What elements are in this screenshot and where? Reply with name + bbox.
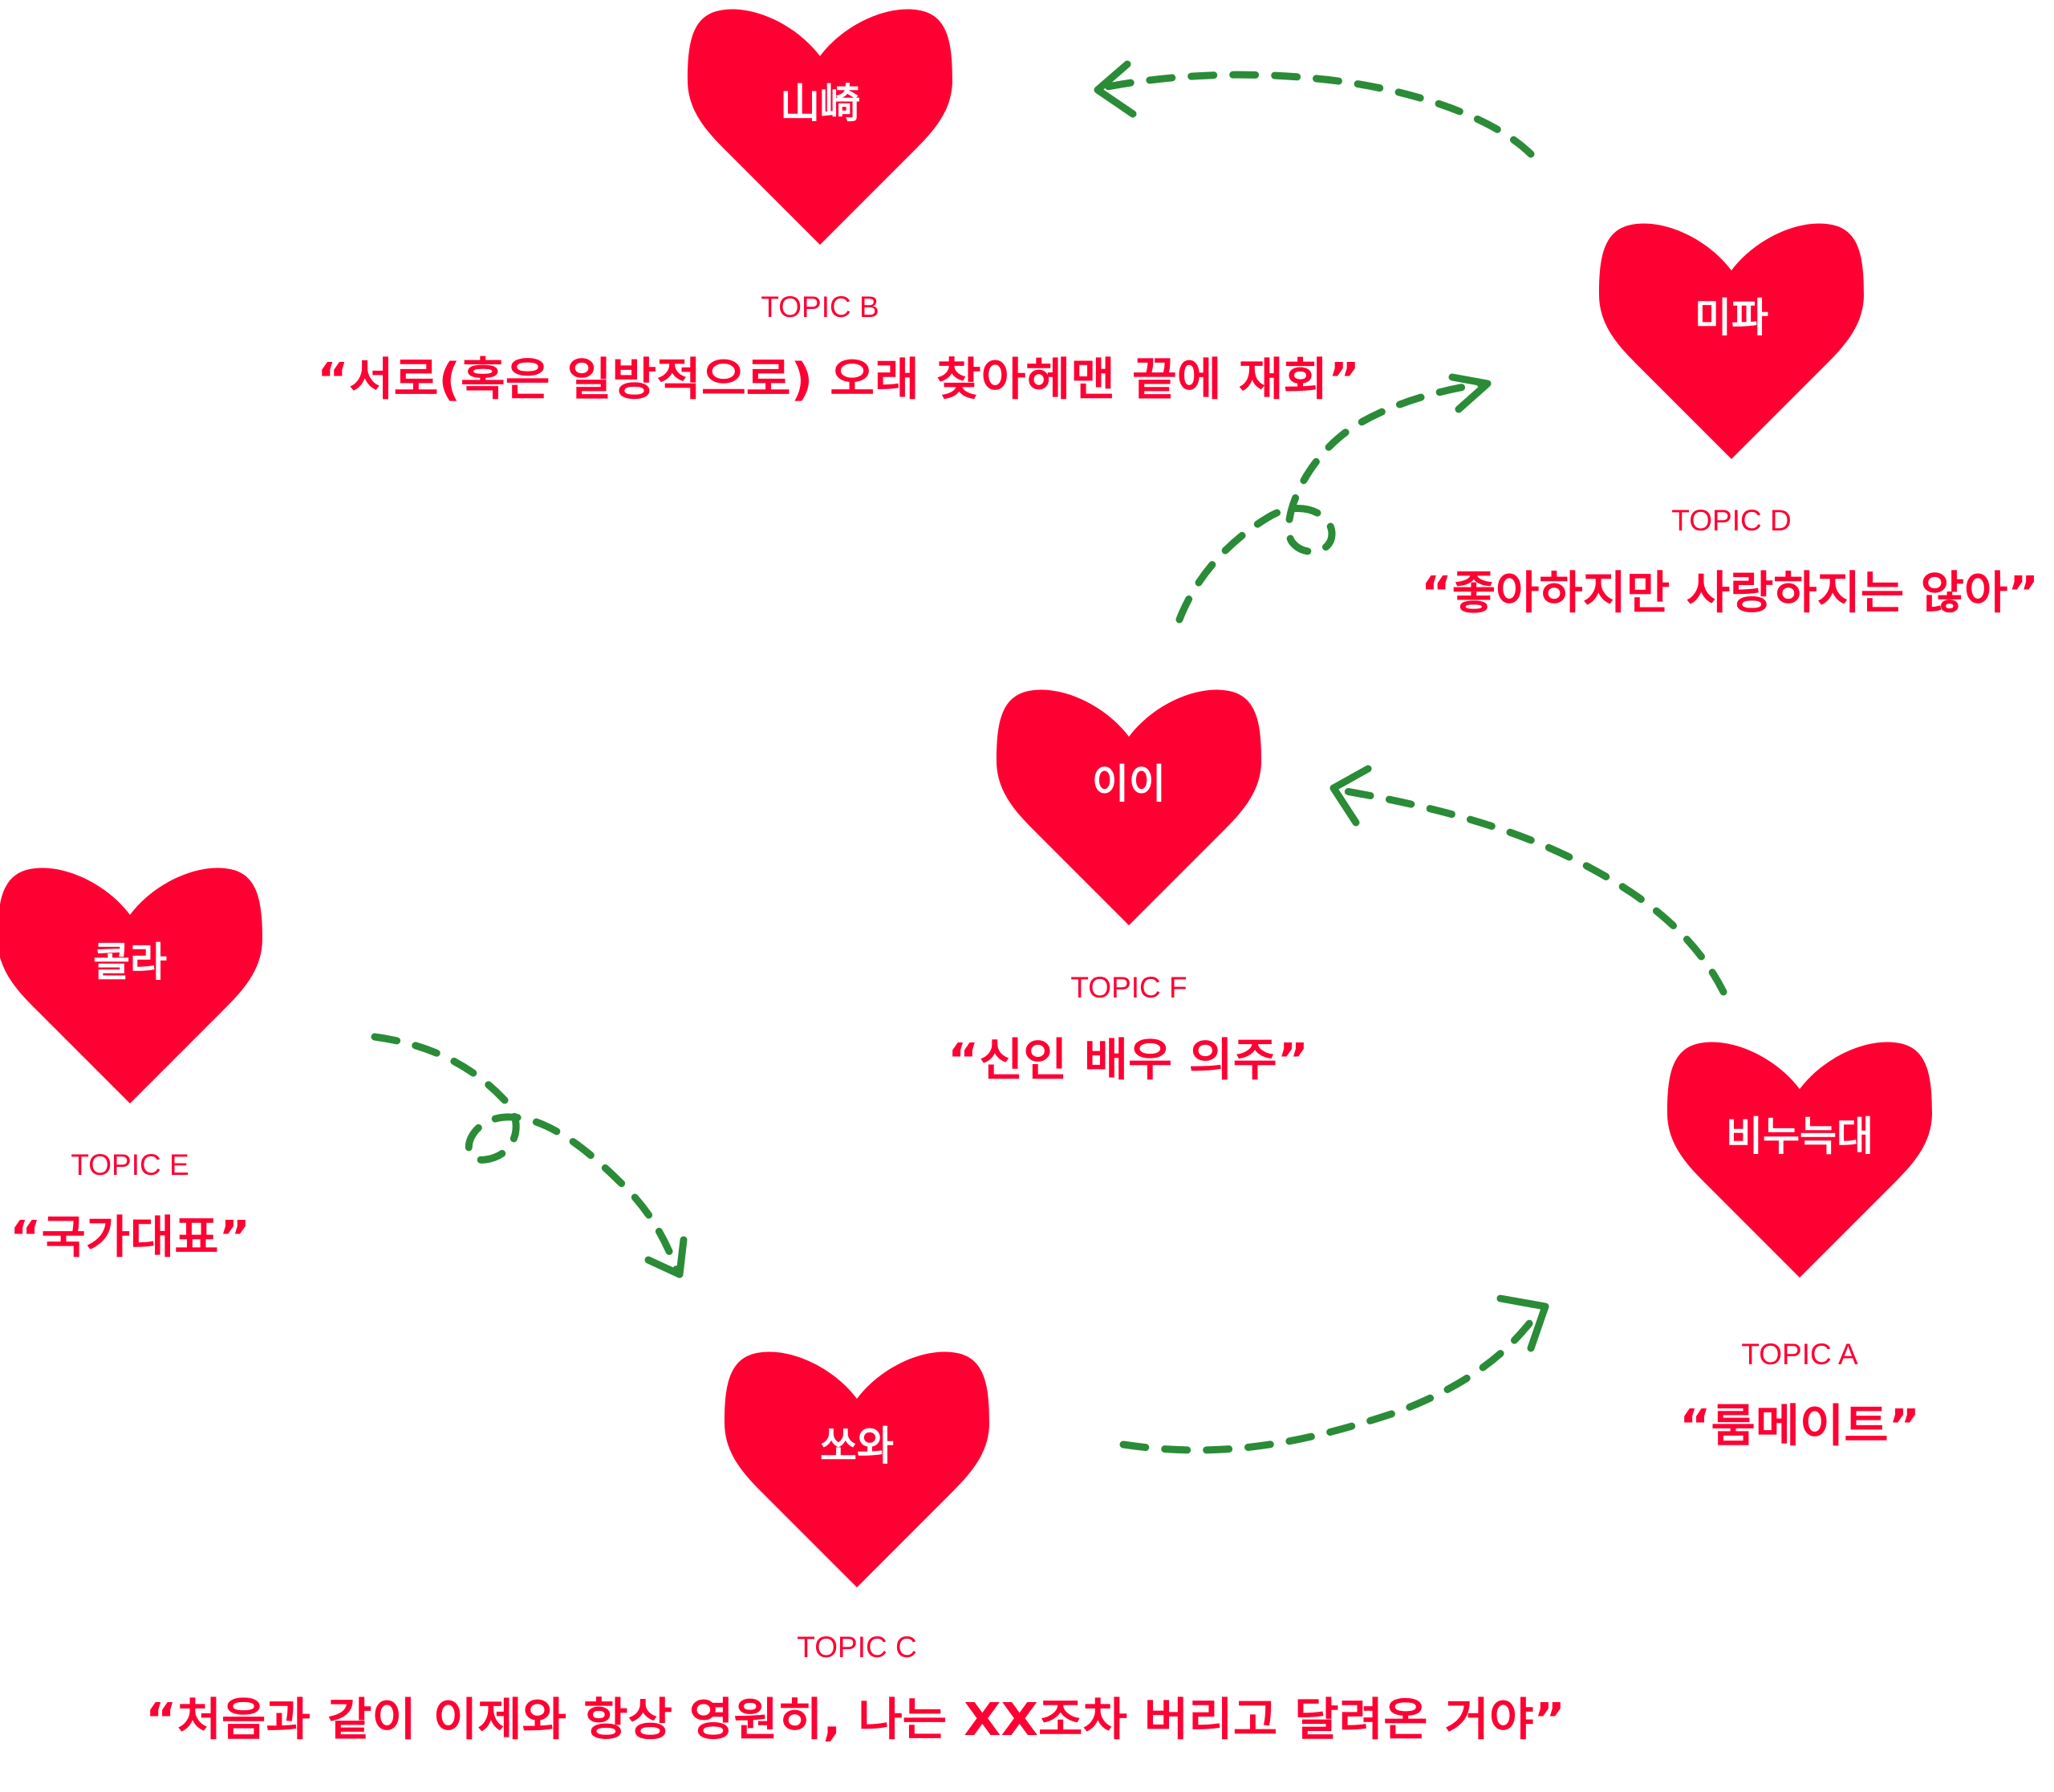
heart-icon [1599, 223, 1864, 459]
quote-text: “처음과 같이 이제와 항상 영원히, 나는 XX조차 버리고 달려온 거야” [145, 1694, 1565, 1746]
topic-label: TOPIC E [71, 1148, 189, 1181]
node-topic-e: 콜라 TOPIC E “국가대표” [0, 868, 262, 1264]
arrow-right-icon [1496, 1294, 1549, 1352]
node-topic-f: 이이 TOPIC F “신인 배우 의주” [948, 689, 1309, 1087]
quote-text: “좋아하지만 사랑하지는 않아” [1421, 567, 2039, 620]
heart-name: 미파 [1695, 295, 1768, 341]
heart-icon [0, 868, 262, 1103]
heart-name: 山崎 [780, 80, 860, 127]
node-topic-b: 山崎 TOPIC B “서로(혹은 일방적으로) 오래 찾아헤맨 끝에 재회” [317, 9, 1360, 406]
arrow-f-to-d [1175, 373, 1492, 624]
heart-name: 콜라 [93, 939, 167, 985]
topic-label: TOPIC D [1671, 504, 1791, 537]
node-topic-c: 쏘와 TOPIC C “처음과 같이 이제와 항상 영원히, 나는 XX조차 버… [145, 1351, 1565, 1746]
heart-name: 쏘와 [820, 1423, 894, 1469]
topic-label: TOPIC B [761, 291, 879, 323]
arrow-right-icon [1448, 373, 1492, 413]
heart-name: 이이 [1092, 761, 1166, 807]
topic-label: TOPIC A [1741, 1338, 1858, 1371]
node-topic-a: 비누늑대 TOPIC A “룸메이트” [1667, 1042, 1932, 1453]
quote-text: “룸메이트” [1679, 1400, 1920, 1453]
quote-text: “신인 배우 의주” [948, 1034, 1309, 1087]
topic-label: TOPIC C [797, 1631, 916, 1664]
arrow-e-to-c [371, 1033, 688, 1278]
arrow-a-to-f [1329, 765, 1727, 996]
arrow-d-to-b [1094, 60, 1535, 158]
quote-text: “국가대표” [10, 1212, 250, 1264]
topic-label: TOPIC F [1070, 971, 1187, 1004]
node-topic-d: 미파 TOPIC D “좋아하지만 사랑하지는 않아” [1421, 223, 2039, 620]
heart-icon [997, 689, 1261, 925]
heart-icon [1667, 1042, 1932, 1278]
heart-icon [688, 9, 952, 245]
quote-text: “서로(혹은 일방적으로) 오래 찾아헤맨 끝에 재회” [317, 354, 1360, 406]
heart-icon [725, 1351, 989, 1587]
heart-name: 비누늑대 [1726, 1113, 1873, 1160]
arrow-c-to-a [1119, 1294, 1549, 1454]
arrow-left-icon [1329, 765, 1372, 827]
arrow-right-icon [644, 1236, 688, 1278]
arrow-left-icon [1094, 60, 1137, 118]
